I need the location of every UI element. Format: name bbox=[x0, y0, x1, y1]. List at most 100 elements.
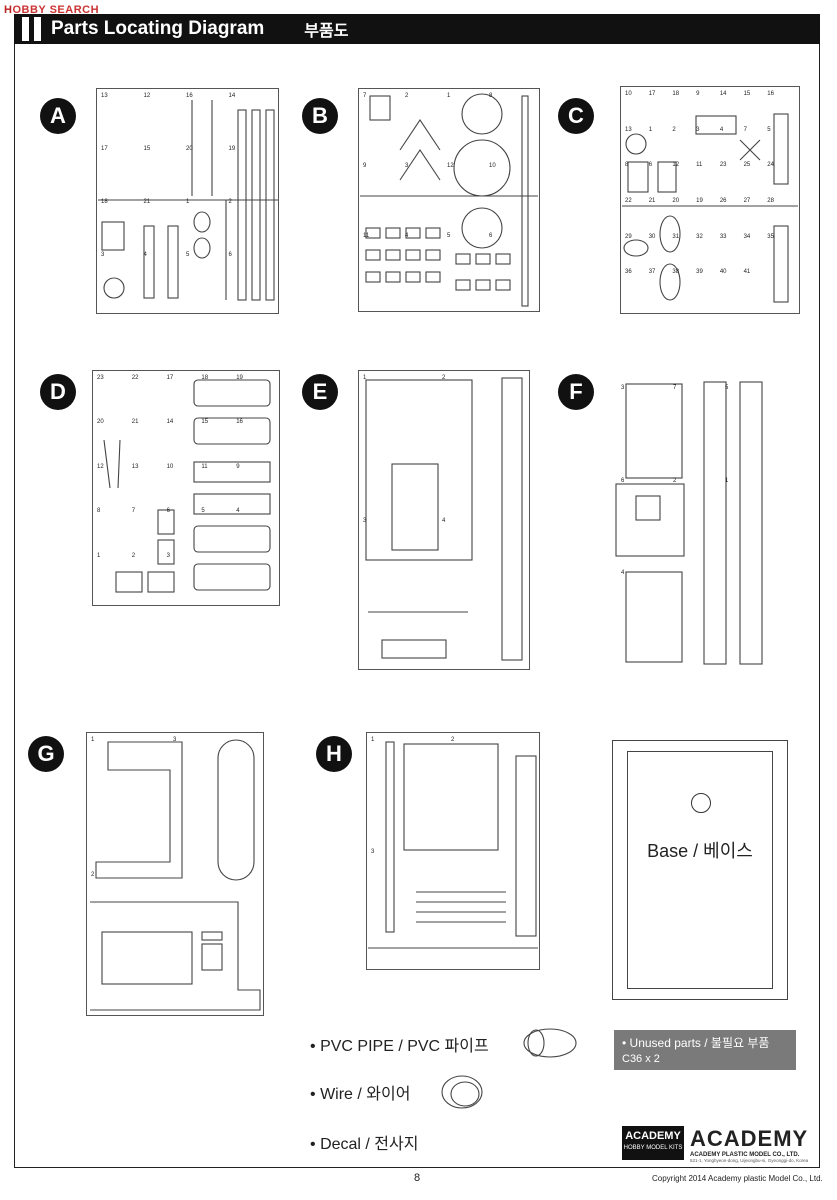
part-number: 1 bbox=[91, 737, 95, 743]
part-number: 3 bbox=[371, 849, 375, 855]
part-number: 27 bbox=[743, 198, 751, 204]
academy-small-logo: ACADEMY HOBBY MODEL KITS bbox=[622, 1126, 684, 1160]
part-number: 23 bbox=[97, 375, 104, 381]
part-number: 20 bbox=[97, 419, 104, 426]
part-number: 1 bbox=[447, 93, 451, 99]
sprue-h bbox=[366, 732, 540, 970]
part-number: 8 bbox=[489, 93, 493, 99]
part-number: 41 bbox=[743, 269, 751, 276]
sprue-letter-badge: E bbox=[302, 374, 338, 410]
part-number: 13 bbox=[101, 93, 108, 99]
part-number: 10 bbox=[166, 463, 174, 470]
part-number: 14 bbox=[228, 93, 236, 99]
part-number: 3 bbox=[621, 385, 625, 391]
part-number: 17 bbox=[648, 91, 656, 97]
part-number: 2 bbox=[91, 872, 95, 878]
base-part: Base / 베이스 bbox=[612, 740, 788, 1000]
part-number: 4 bbox=[405, 233, 409, 239]
sprue-letter-badge: B bbox=[302, 98, 338, 134]
watermark: HOBBY SEARCH bbox=[4, 4, 100, 16]
sprue-e bbox=[358, 370, 530, 670]
part-number: 6 bbox=[228, 252, 232, 258]
part-number: 12 bbox=[143, 93, 151, 99]
page-title-korean: 부품도 bbox=[304, 23, 349, 40]
sprue-letter-badge: F bbox=[558, 374, 594, 410]
sprue-letter-badge: D bbox=[40, 374, 76, 410]
sprue-a bbox=[96, 88, 279, 314]
part-number: 7 bbox=[363, 93, 367, 99]
part-number: 18 bbox=[201, 375, 209, 381]
part-number: 16 bbox=[186, 93, 193, 99]
part-number: 4 bbox=[442, 518, 446, 524]
part-number: 21 bbox=[648, 198, 656, 204]
part-number: 32 bbox=[696, 233, 703, 240]
part-number: 12 bbox=[672, 162, 680, 169]
sprue-letter-badge: G bbox=[28, 736, 64, 772]
part-number: 12 bbox=[447, 163, 454, 169]
part-number: 1 bbox=[186, 199, 190, 205]
part-number: 5 bbox=[447, 233, 451, 239]
part-number: 2 bbox=[673, 477, 677, 484]
part-number: 1 bbox=[648, 126, 653, 133]
part-number: 2 bbox=[131, 552, 136, 559]
part-number: 7 bbox=[673, 385, 677, 391]
sprue-c bbox=[620, 86, 800, 314]
part-number: 31 bbox=[672, 233, 680, 240]
part-number: 11 bbox=[201, 463, 208, 470]
part-number: 11 bbox=[363, 233, 370, 239]
part-number: 15 bbox=[743, 91, 751, 97]
part-number: 13 bbox=[625, 126, 632, 133]
part-number: 4 bbox=[236, 508, 240, 515]
part-number: 3 bbox=[166, 552, 170, 559]
part-number: 21 bbox=[143, 199, 151, 205]
part-number: 2 bbox=[451, 737, 455, 743]
header-bars-icon bbox=[22, 17, 41, 41]
part-number: 19 bbox=[228, 146, 236, 152]
part-number: 38 bbox=[672, 269, 680, 276]
part-number: 19 bbox=[696, 198, 703, 204]
part-number: 3 bbox=[173, 737, 177, 743]
part-number: 33 bbox=[719, 233, 727, 240]
part-number: 16 bbox=[767, 91, 774, 97]
part-number: 39 bbox=[696, 269, 703, 276]
part-number: 18 bbox=[101, 199, 108, 205]
part-number: 6 bbox=[621, 477, 625, 484]
part-number: 20 bbox=[186, 146, 193, 152]
part-number: 14 bbox=[166, 419, 174, 426]
part-number: 21 bbox=[131, 419, 139, 426]
part-number: 2 bbox=[228, 199, 232, 205]
part-number: 10 bbox=[625, 91, 632, 97]
part-number: 3 bbox=[101, 252, 105, 258]
part-number: 14 bbox=[719, 91, 727, 97]
part-number: 35 bbox=[767, 233, 774, 240]
page-number: 8 bbox=[414, 1172, 421, 1184]
legend-pvc-pipe: • PVC PIPE / PVC 파이프 bbox=[310, 1038, 489, 1055]
part-number: 4 bbox=[621, 570, 625, 577]
part-number: 29 bbox=[625, 233, 632, 240]
part-number: 1 bbox=[371, 737, 375, 743]
part-number: 19 bbox=[236, 375, 243, 381]
part-number: 16 bbox=[236, 419, 243, 426]
part-number: 8 bbox=[625, 162, 629, 169]
part-number: 5 bbox=[725, 385, 729, 391]
part-number: 23 bbox=[719, 162, 727, 169]
part-number: 6 bbox=[648, 162, 653, 169]
part-number: 11 bbox=[696, 162, 703, 169]
part-number: 4 bbox=[719, 126, 724, 133]
base-hole bbox=[691, 793, 711, 813]
part-number: 34 bbox=[743, 233, 751, 240]
copyright: Copyright 2014 Academy plastic Model Co.… bbox=[652, 1174, 823, 1183]
part-number: 26 bbox=[719, 198, 727, 204]
part-number: 22 bbox=[625, 198, 632, 204]
academy-big-logo: ACADEMY ACADEMY PLASTIC MODEL CO., LTD. … bbox=[690, 1126, 809, 1163]
part-number: 4 bbox=[143, 252, 147, 258]
part-number: 24 bbox=[767, 162, 774, 169]
part-number: 5 bbox=[186, 252, 190, 258]
sprue-letter-badge: A bbox=[40, 98, 76, 134]
part-number: 2 bbox=[442, 375, 446, 381]
sprue-f bbox=[616, 380, 786, 672]
part-number: 1 bbox=[97, 552, 101, 559]
part-number: 5 bbox=[767, 126, 771, 133]
part-number: 3 bbox=[405, 163, 409, 169]
